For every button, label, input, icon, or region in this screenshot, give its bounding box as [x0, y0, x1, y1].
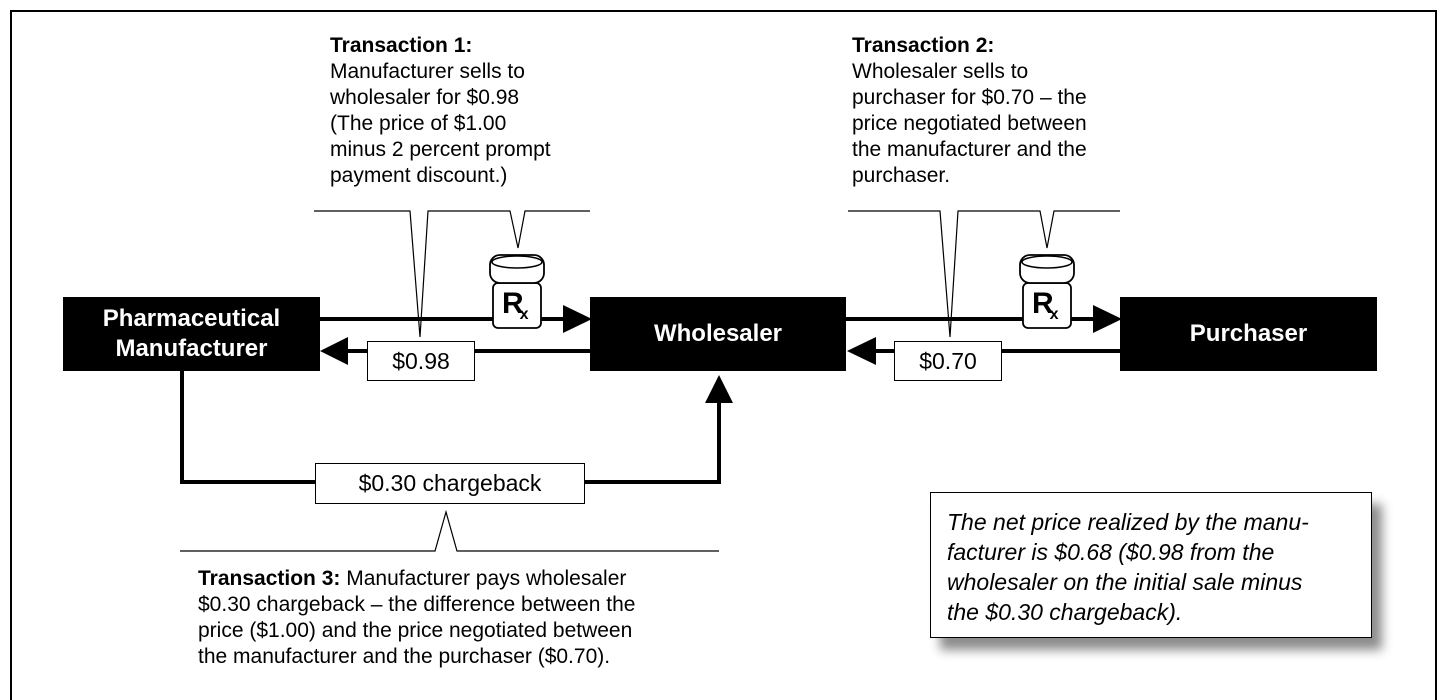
transaction-3-line: Manufacturer pays wholesaler: [340, 567, 627, 590]
transaction-3-line: $0.30 chargeback – the difference betwee…: [198, 593, 636, 616]
arrowhead-to-wholesaler: [563, 305, 592, 333]
transaction-2-note: Transaction 2: Wholesaler sells to purch…: [852, 33, 1087, 189]
callout-t2: [848, 210, 1120, 338]
transaction-2-heading: Transaction 2:: [852, 34, 995, 57]
transaction-1-note: Transaction 1: Manufacturer sells to who…: [330, 33, 551, 189]
transaction-3-line: price ($1.00) and the price negotiated b…: [198, 619, 633, 642]
transaction-1-line: minus 2 percent prompt: [330, 138, 551, 161]
price-box-098: $0.98: [367, 341, 475, 381]
rx-bottle-icon-1: [489, 254, 545, 329]
transaction-1-line: wholesaler for $0.98: [330, 86, 520, 109]
chargeback-box: $0.30 chargeback: [315, 463, 585, 504]
purchaser-box: Purchaser: [1120, 297, 1377, 371]
transaction-1-heading: Transaction 1:: [330, 34, 473, 57]
rx-symbol-2: Rx: [1032, 287, 1059, 323]
transaction-2-line: Wholesaler sells to: [852, 60, 1029, 83]
arrowhead-to-wholesaler-return: [847, 337, 876, 365]
net-price-line: wholesaler on the initial sale minus: [947, 569, 1303, 595]
net-price-note: The net price realized by the manu- fact…: [930, 492, 1372, 638]
transaction-2-line: purchaser.: [852, 164, 951, 187]
net-price-line: facturer is $0.68 ($0.98 from the: [947, 539, 1275, 565]
transaction-3-line: the manufacturer and the purchaser ($0.7…: [198, 645, 611, 668]
arrowhead-chargeback: [705, 375, 733, 403]
transaction-3-note: Transaction 3: Manufacturer pays wholesa…: [198, 566, 635, 670]
transaction-1-line: payment discount.): [330, 164, 508, 187]
manufacturer-box: Pharmaceutical Manufacturer: [63, 297, 320, 371]
wholesaler-box: Wholesaler: [590, 297, 846, 371]
diagram-frame: [10, 10, 1437, 700]
transaction-1-line: Manufacturer sells to: [330, 60, 525, 83]
transaction-2-line: purchaser for $0.70 – the: [852, 86, 1087, 109]
net-price-line: The net price realized by the manu-: [947, 509, 1309, 535]
callout-t1: [314, 210, 590, 338]
rx-symbol-1: Rx: [502, 287, 529, 323]
transaction-2-line: price negotiated between: [852, 112, 1087, 135]
arrowhead-to-purchaser: [1093, 305, 1122, 333]
rx-bottle-icon-2: [1019, 254, 1075, 329]
price-box-070: $0.70: [894, 341, 1002, 381]
arrowhead-to-manufacturer: [320, 337, 348, 365]
net-price-line: the $0.30 chargeback).: [947, 599, 1183, 625]
transaction-2-line: the manufacturer and the: [852, 138, 1087, 161]
callout-t3: [180, 509, 719, 552]
transaction-1-line: (The price of $1.00: [330, 112, 507, 135]
transaction-3-heading: Transaction 3:: [198, 567, 341, 590]
